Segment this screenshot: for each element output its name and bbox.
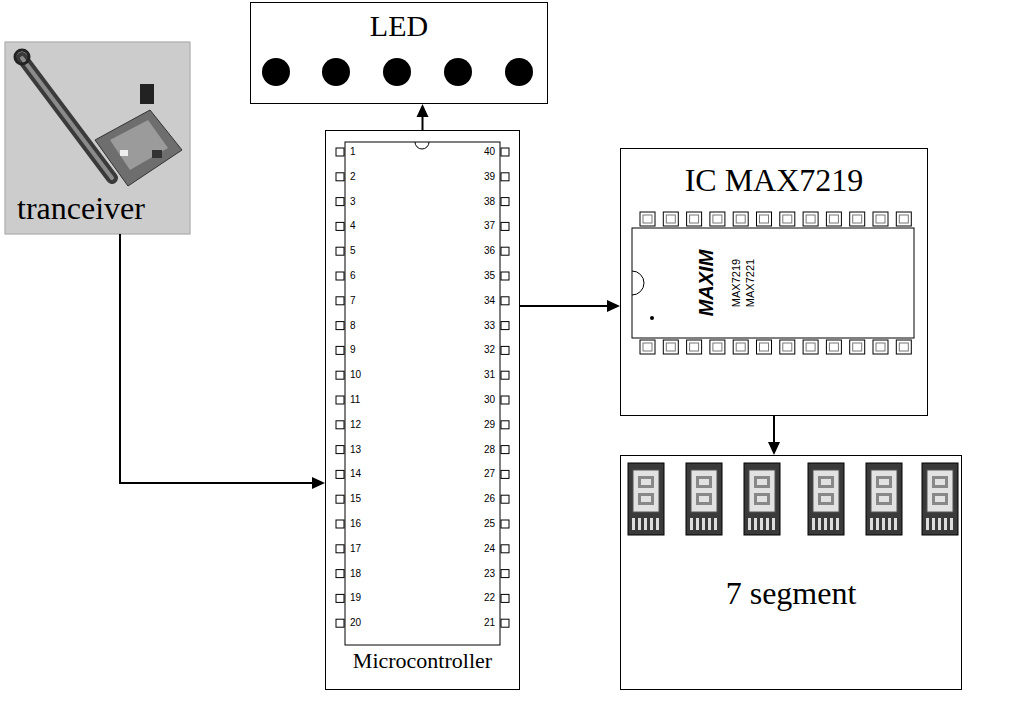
seven-segment-displays [628,463,958,535]
seven-segment-box: 7 segment [620,455,962,690]
pin-number: 31 [455,370,495,380]
pin-number: 22 [455,593,495,603]
arrowhead [312,477,325,489]
pin-number: 11 [350,395,360,405]
pin-number: 10 [350,370,361,380]
pin-number: 2 [350,172,356,182]
pin-number: 23 [455,569,495,579]
pin-number: 9 [350,345,356,355]
node-label: 7 segment [726,576,857,611]
pin-number: 3 [350,197,356,207]
pin-number: 32 [455,345,495,355]
pin-number: 18 [350,569,361,579]
connector-line [422,117,424,130]
max7219-chip [632,212,914,354]
pin-number: 26 [455,494,495,504]
pin-number: 30 [455,395,495,405]
pin-number: 15 [350,494,361,504]
chip-marking: MAX7221 [745,259,756,307]
pin-number: 16 [350,519,361,529]
transceiver-photo [5,42,190,234]
transceiver-box: tranceiver [5,42,190,234]
pin-number: 34 [455,296,495,306]
chip-marking: MAXIM [696,250,716,317]
led-box: LED [250,2,548,104]
pin-number: 24 [455,544,495,554]
arrow-connector [520,300,620,312]
pin-number: 6 [350,271,356,281]
pin-number: 36 [455,246,495,256]
pin-number: 20 [350,618,361,628]
pin-number: 25 [455,519,495,529]
pin-number: 40 [455,147,495,157]
pin-number: 5 [350,246,356,256]
pin-number: 35 [455,271,495,281]
pin-number: 27 [455,469,495,479]
pin-number: 37 [455,221,495,231]
pin-number: 21 [455,618,495,628]
pin-number: 14 [350,469,361,479]
pin-number: 12 [350,420,361,430]
pin-number: 33 [455,321,495,331]
led-dots [262,58,533,86]
pin-number: 1 [350,147,356,157]
arrow-connector [120,234,325,489]
pin-number: 29 [455,420,495,430]
pin-number: 7 [350,296,356,306]
pin-number: 17 [350,544,361,554]
pin-number: 4 [350,221,356,231]
dip40-chip [336,142,509,645]
pin-number: 8 [350,321,356,331]
pin-number: 28 [455,445,495,455]
arrowhead [417,104,429,117]
arrowhead [768,442,780,455]
microcontroller-box: Microcontroller [325,130,520,690]
pin-number: 38 [455,197,495,207]
chip-marking: MAX7219 [731,259,742,307]
node-label: LED [370,9,428,42]
connector-line [520,305,607,307]
pin-number: 39 [455,172,495,182]
node-label: tranceiver [17,191,145,226]
pin-number: 19 [350,593,361,603]
connector-line [773,416,775,442]
pin-number: 13 [350,445,361,455]
node-label: IC MAX7219 [685,163,864,198]
node-label: Microcontroller [353,649,492,673]
arrow-connector [768,416,780,455]
arrowhead [607,300,620,312]
max7219-box: IC MAX7219 [620,148,928,416]
connector-line [120,234,312,483]
arrow-connector [417,104,429,130]
